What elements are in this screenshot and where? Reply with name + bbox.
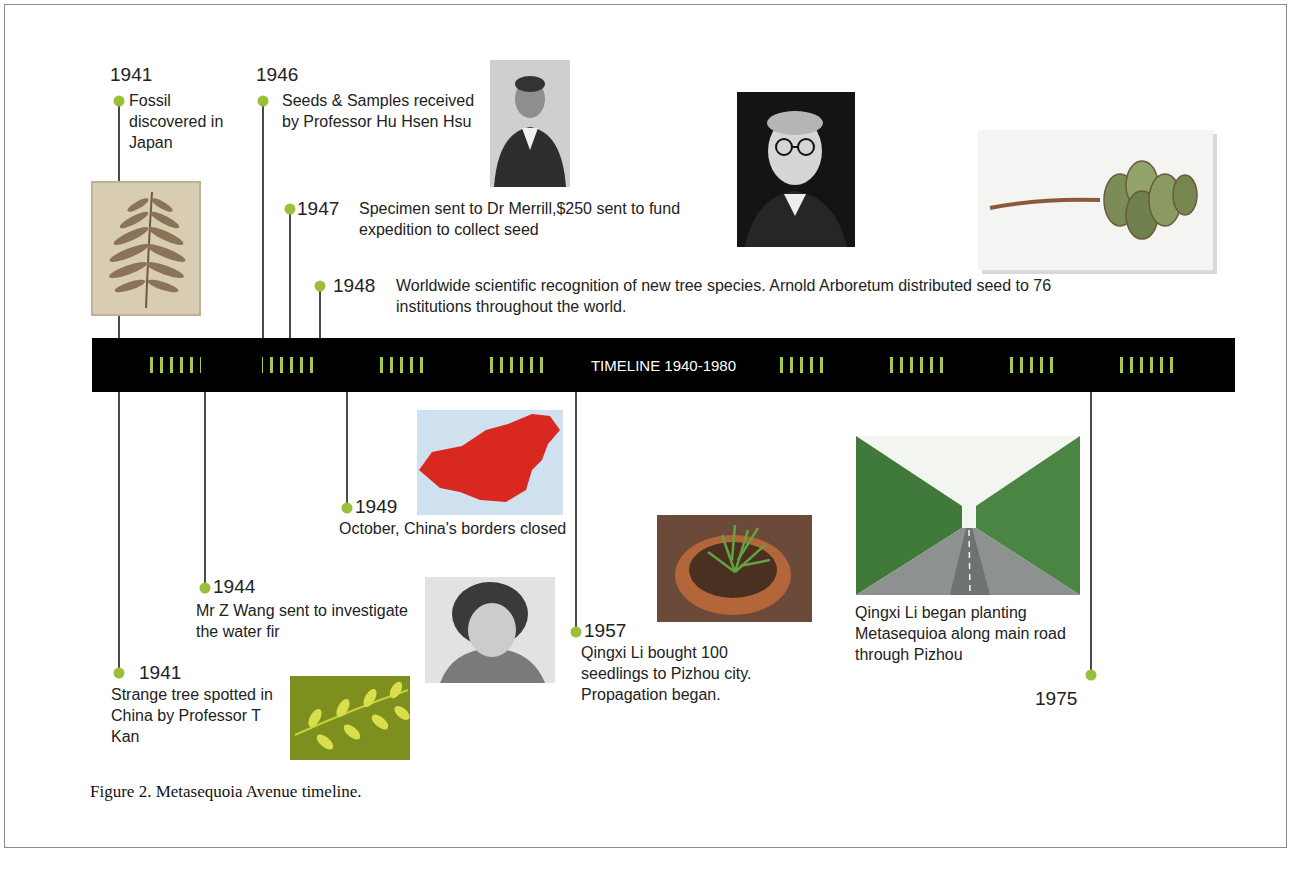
event-text: Fossil discovered in Japan [129,90,241,153]
event-text: Mr Z Wang sent to investigate the water … [196,600,418,642]
avenue-photo [856,436,1080,595]
event-year: 1946 [256,64,298,86]
event-text: Qingxi Li bought 100 seedlings to Pizhou… [581,642,796,705]
event-year: 1949 [355,496,397,518]
event-text: Qingxi Li began planting Metasequioa alo… [855,602,1077,665]
timeline-bar: TIMELINE 1940-1980 [92,338,1235,392]
event-text: Worldwide scientific recognition of new … [396,275,1096,317]
event-text: October, China's borders closed [339,518,567,539]
event-text: Specimen sent to Dr Merrill,$250 sent to… [359,198,731,240]
event-text: Seeds & Samples received by Professor Hu… [282,90,477,132]
portrait-photo [425,577,555,683]
event-year: 1948 [333,275,375,297]
event-year: 1944 [213,576,255,598]
leaf-photo [290,676,412,760]
portrait-photo [737,92,855,247]
seedling-photo [657,515,812,622]
china-map [417,410,563,515]
frame [5,5,1287,848]
event-text: Strange tree spotted in China by Profess… [111,684,286,747]
fossil-photo [92,182,200,315]
event-year: 1975 [1035,688,1077,710]
event-year: 1941 [110,64,152,86]
event-year: 1947 [297,198,339,220]
portrait-photo [490,60,570,187]
timeline-title: TIMELINE 1940-1980 [591,357,736,374]
cone-photo [978,130,1217,274]
event-year: 1941 [139,662,181,684]
figure-caption: Figure 2. Metasequoia Avenue timeline. [90,782,362,802]
event-year: 1957 [584,620,626,642]
